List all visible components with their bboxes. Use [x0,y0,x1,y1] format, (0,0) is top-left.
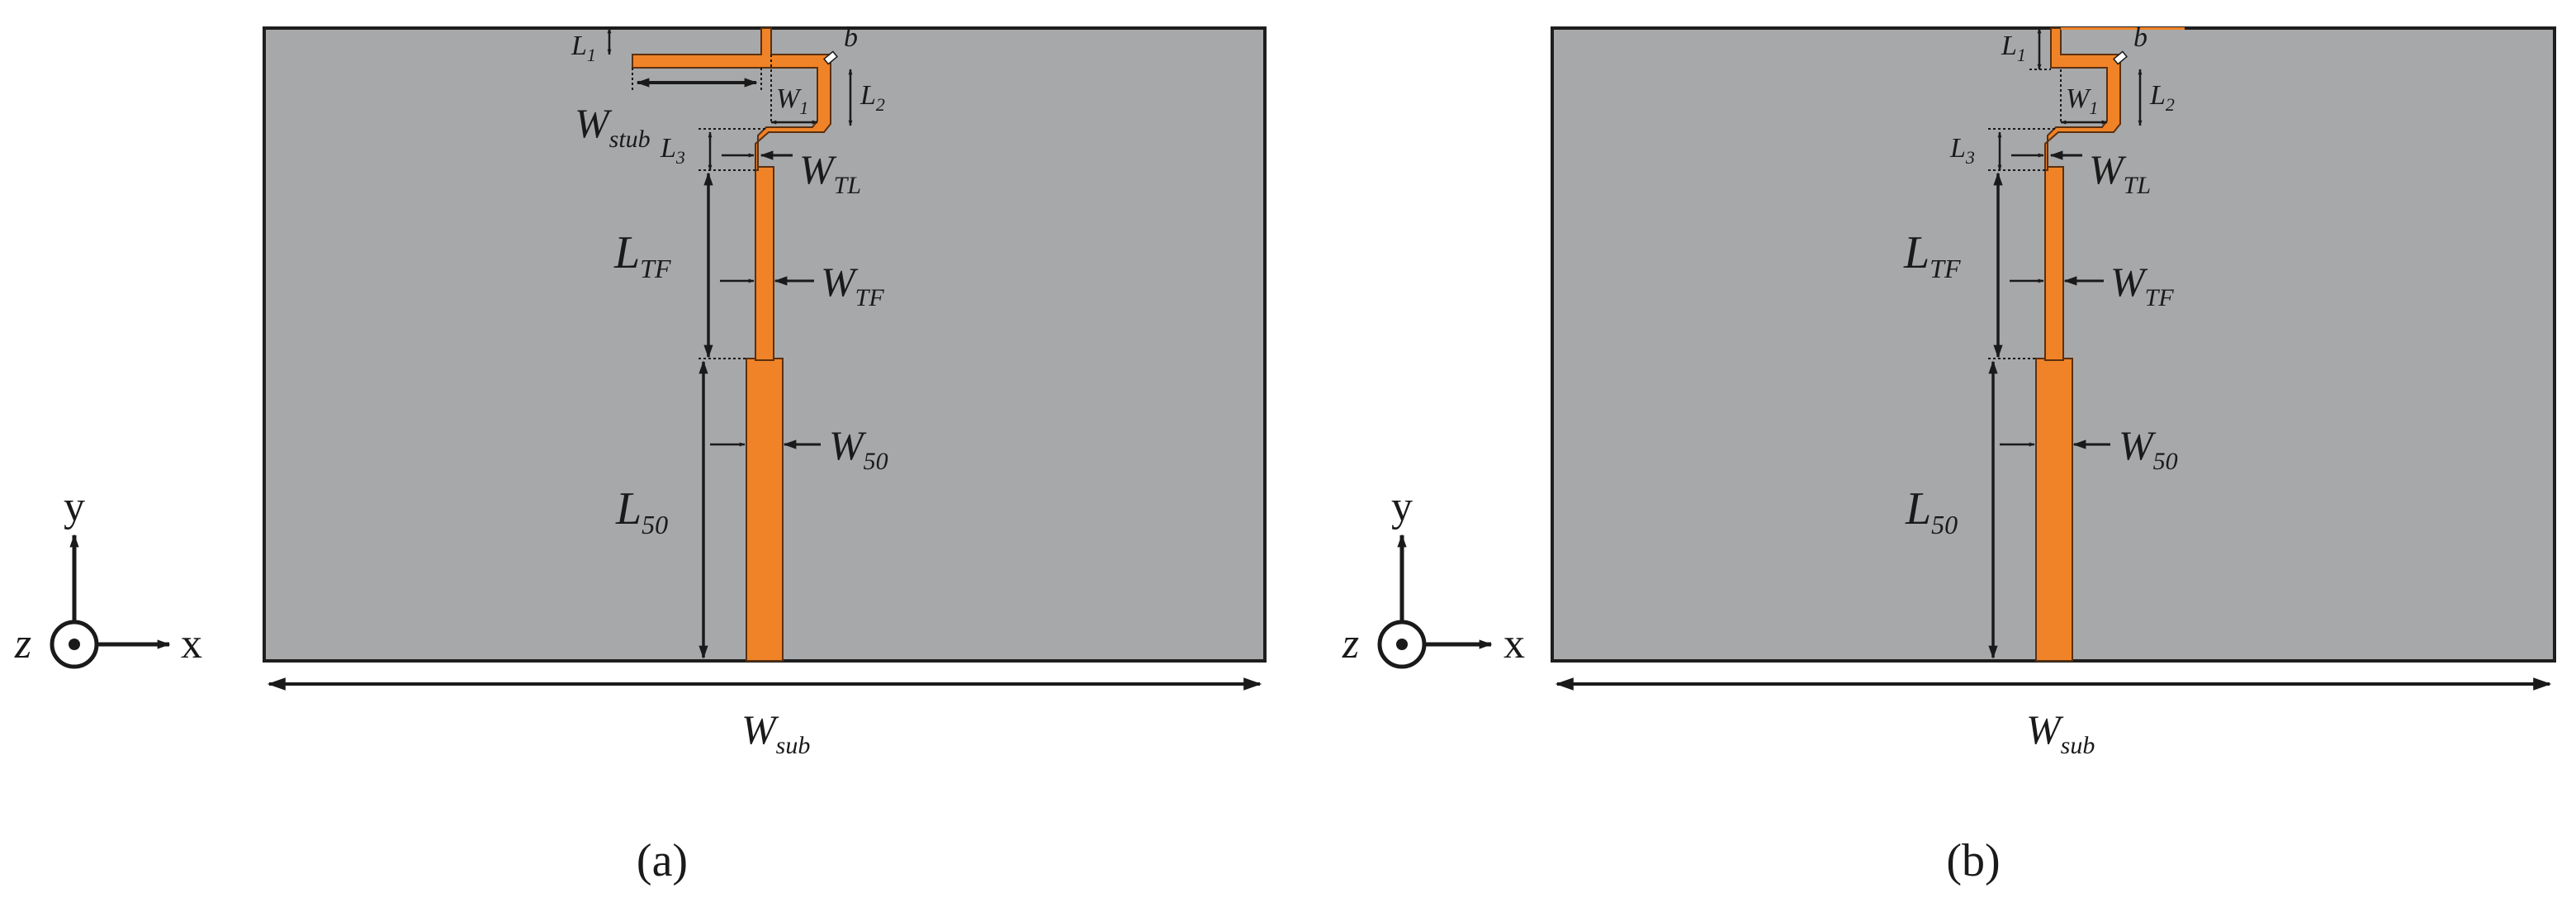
label-W1: W1 [776,83,808,118]
y-axis-label: y [64,483,85,530]
caption-a: (a) [637,835,688,886]
label-WTF: WTF [821,259,884,311]
label-LTF: LTF [613,227,671,283]
conductor-a [632,27,831,662]
meander-feed-with-stub [632,27,831,171]
label-WTL: WTL [799,146,861,199]
transformer-line [755,166,774,361]
label-L3-b: L3 [1949,133,1975,168]
z-axis-label-b: z [1342,620,1359,667]
label-Wstub: Wstub [575,100,651,153]
x-axis-label-b: x [1503,620,1525,667]
labels-b: L1 b W1 L2 L3 WTL LTF WTF W50 L50 Wsub [1903,22,2178,759]
labels-a: L1 b W1 L2 Wstub L3 WTL LTF WTF W50 L50 … [571,22,888,759]
label-L2-b: L2 [2149,80,2175,115]
label-L50-b: L50 [1905,483,1958,539]
meander-feed-b [2044,27,2121,171]
label-W50: W50 [829,422,888,475]
feed-50-line-b [2035,358,2073,662]
label-WTL-b: WTL [2089,146,2151,199]
label-L1: L1 [571,31,596,65]
feed-50-line [746,358,784,662]
z-axis-label: z [14,620,31,667]
caption-b: (b) [1946,835,2000,886]
label-WTF-b: WTF [2110,259,2174,311]
port-b-icon-a [823,50,838,65]
label-L3: L3 [660,133,685,168]
panel-a: y x z [14,22,1267,886]
z-axis-dot-icon-b [1396,639,1408,650]
label-L1-b: L1 [2001,31,2026,65]
label-W50-b: W50 [2119,422,2178,475]
dimensions-b [1555,27,2552,691]
port-b-icon-b [2113,50,2128,65]
label-L50: L50 [615,483,668,539]
dimensions-a [267,27,1262,691]
transformer-line-b [2044,166,2064,361]
label-Wsub-b: Wsub [2026,706,2095,759]
axes-indicator: y x z [14,483,202,669]
label-b: b [844,22,858,53]
conductor-b [2035,27,2185,662]
label-L2: L2 [859,80,885,115]
y-axis-label-b: y [1391,483,1413,530]
label-Wsub: Wsub [741,706,810,759]
top-edge-strip-b [2061,27,2185,30]
z-axis-dot-icon [69,639,80,650]
axes-indicator-b: y x z [1342,483,1525,669]
panel-b: y x z [1342,22,2556,886]
label-b-b: b [2133,22,2147,53]
x-axis-label: x [181,620,202,667]
label-W1-b: W1 [2066,83,2098,118]
label-LTF-b: LTF [1903,227,1961,283]
